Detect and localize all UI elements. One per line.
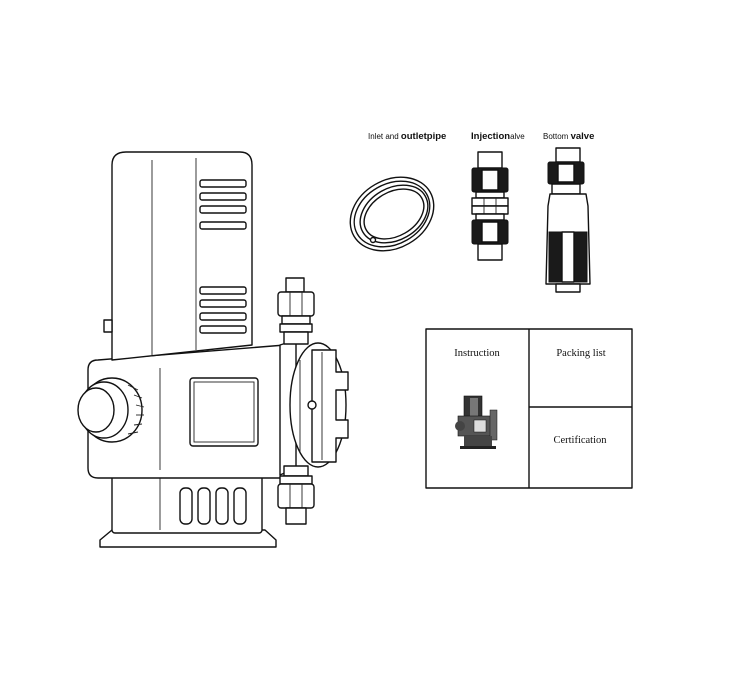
pump-inlet-valve [277,465,315,525]
pump-outlet-valve [277,277,315,345]
pump-foot-slot [197,487,211,525]
instruction-pump-thumbnail [455,395,498,449]
injection-valve-label: Injectionalve [471,131,525,142]
packing-list-label: Packing list [556,348,605,359]
metering-pump-illustration [77,151,349,548]
pump-display-screen [193,381,255,443]
pump-display-panel [189,377,259,447]
pump-vent-slot [199,312,247,321]
inlet-outlet-pipe-label: Inlet and outletpipe [368,131,446,142]
injection-valve-illustration [471,151,509,261]
pump-foot-slot [233,487,247,525]
pump-head [279,339,349,476]
package-contents-box: Instruction Packing list Certification [425,328,633,489]
pump-side-peg [103,319,113,333]
pump-foot-slot [215,487,229,525]
pump-vent-slot [199,205,247,214]
pump-motor-housing [111,151,253,361]
certification-label: Certification [553,435,607,446]
pump-vent-slot [199,299,247,308]
pump-vent-slot [199,221,247,230]
pump-vent-slot [199,179,247,188]
bottom-valve-illustration [545,147,591,293]
pump-vent-slot [199,325,247,334]
stroke-adjust-knob [77,377,145,443]
pump-vent-slot [199,286,247,295]
coiled-pipe-illustration [349,176,435,252]
instruction-label: Instruction [454,348,500,359]
bottom-valve-label: Bottom valve [543,131,594,142]
pump-foot-slot [179,487,193,525]
pump-vent-slot [199,192,247,201]
